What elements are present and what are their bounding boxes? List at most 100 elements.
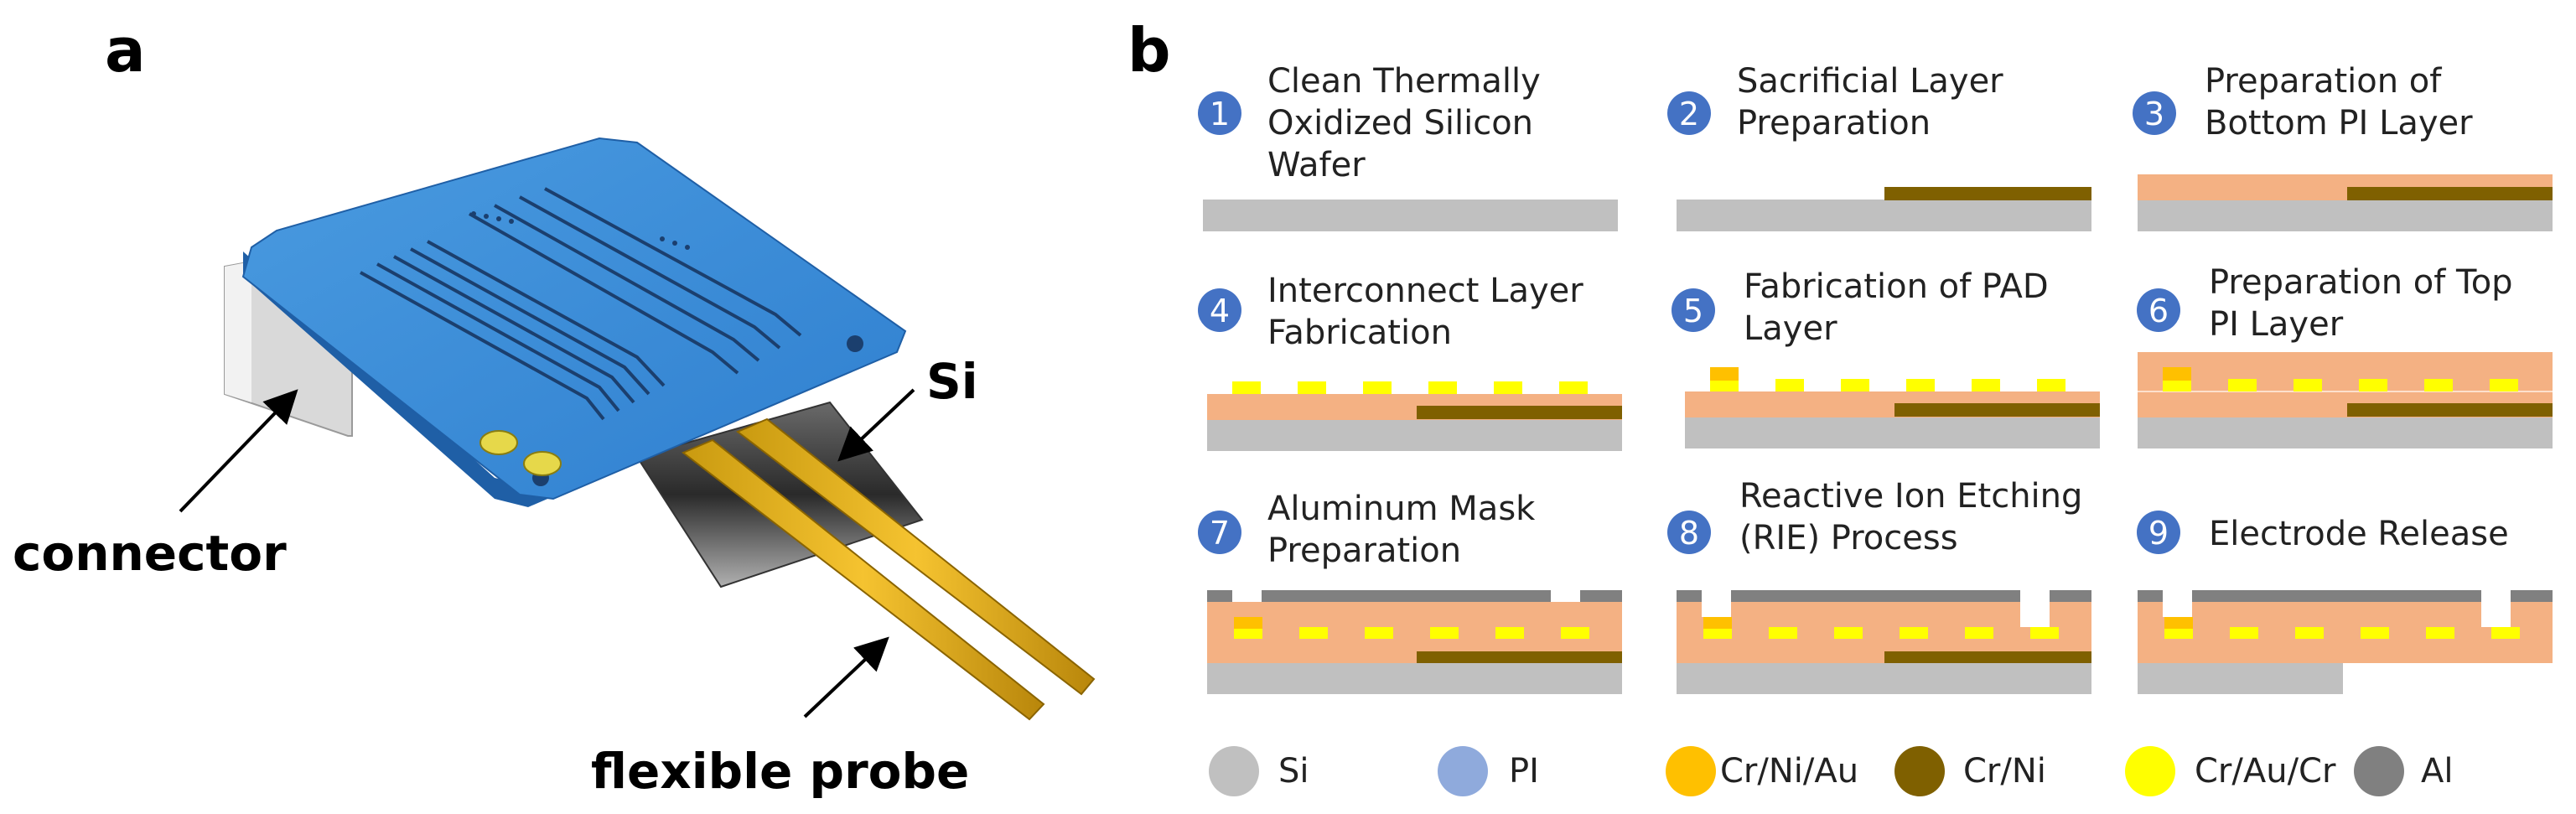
step-8-header: 8 Reactive Ion Etching (RIE) Process — [1667, 477, 2082, 557]
step-badge — [1667, 511, 1711, 554]
si-substrate — [1677, 200, 2091, 231]
legend-swatch — [1209, 746, 1259, 796]
interconnect-lines — [1703, 627, 2059, 639]
si-substrate — [2138, 200, 2553, 231]
board-pad — [479, 430, 518, 455]
step-badge — [1198, 511, 1241, 554]
step-title-line: Electrode Release — [2209, 515, 2509, 553]
step-title-line: Oxidized Silicon — [1267, 104, 1533, 143]
legend-item-cr-au-cr: Cr/Au/Cr — [2125, 746, 2336, 796]
step-6-header: 6 Preparation of Top PI Layer — [2137, 263, 2513, 344]
etched-openings — [1702, 590, 2050, 627]
step-badge-number: 3 — [2144, 96, 2164, 132]
sacrificial-layer — [1884, 651, 2091, 663]
step-9-cross-section — [2138, 590, 2553, 694]
step-1-cross-section — [1203, 200, 1618, 231]
step-title-line: Reactive Ion Etching — [1739, 477, 2082, 516]
sacrificial-layer — [1894, 403, 2100, 417]
step-badge — [1667, 91, 1711, 135]
step-2-header: 2 Sacrificial Layer Preparation — [1667, 62, 2003, 143]
step-badge-number: 6 — [2148, 293, 2169, 329]
legend-label: Al — [2421, 752, 2453, 791]
step-title-line: PI Layer — [2209, 305, 2344, 344]
step-badge-number: 8 — [1679, 515, 1699, 552]
flexible-probe-arrow — [803, 636, 889, 718]
board-top — [241, 137, 907, 500]
step-badge-number: 2 — [1679, 96, 1699, 132]
step-4-cross-section — [1207, 381, 1622, 451]
step-badge-number: 9 — [2148, 515, 2169, 552]
step-title-line: Bottom PI Layer — [2205, 104, 2473, 143]
step-title-line: Layer — [1744, 309, 1837, 348]
connector-block-face — [225, 262, 251, 402]
legend-swatch — [1894, 746, 1945, 796]
legend-item-cr-ni: Cr/Ni — [1894, 746, 2046, 796]
legend-item-si: Si — [1209, 746, 1309, 796]
sacrificial-layer — [2347, 403, 2553, 417]
flexible-probe-strip — [736, 417, 1096, 696]
al-mask — [2138, 590, 2553, 602]
legend-swatch — [1666, 746, 1716, 796]
step-title-line: Preparation of — [2205, 62, 2442, 101]
si-arrow — [837, 388, 915, 462]
step-3-cross-section — [2138, 174, 2553, 231]
interconnect-lines — [1232, 381, 1588, 394]
step-title-line: (RIE) Process — [1739, 519, 1958, 557]
step-title-line: Wafer — [1267, 146, 1366, 184]
al-mask — [1207, 590, 1622, 602]
step-title-line: Interconnect Layer — [1267, 272, 1583, 310]
step-title-line: Fabrication of PAD — [1744, 267, 2049, 306]
board-dots — [471, 211, 690, 250]
board-pad — [523, 451, 562, 476]
step-5-cross-section — [1685, 367, 2100, 448]
si-substrate — [2138, 662, 2343, 694]
si-substrate — [1685, 417, 2100, 448]
step-title-line: Clean Thermally — [1267, 62, 1541, 101]
connector-callout: connector — [13, 525, 287, 582]
panel-b-label: b — [1127, 15, 1171, 86]
legend-label: Cr/Au/Cr — [2195, 752, 2336, 791]
si-substrate — [2138, 417, 2553, 448]
step-7-header: 7 Aluminum Mask Preparation — [1198, 490, 1536, 570]
flexible-probe-callout: flexible probe — [591, 743, 969, 800]
step-badge-number: 1 — [1210, 96, 1230, 132]
panel-a: a — [13, 15, 1096, 800]
step-badge — [1672, 288, 1715, 332]
panel-a-label: a — [105, 15, 146, 86]
connector-arrow — [179, 389, 298, 513]
panel-b: b 1 Clean Thermally Oxidized Silicon Waf… — [1127, 15, 2553, 796]
interconnect-lines — [2164, 627, 2520, 639]
board-traces — [360, 187, 802, 421]
step-title-line: Aluminum Mask — [1267, 490, 1536, 528]
pad-layer — [1703, 617, 1732, 629]
step-badge-number: 7 — [1210, 515, 1230, 552]
step-7-cross-section — [1207, 590, 1622, 694]
step-2-cross-section — [1677, 187, 2091, 231]
sacrificial-layer — [1417, 651, 1622, 663]
pad-layer — [2164, 617, 2193, 629]
step-5-header: 5 Fabrication of PAD Layer — [1672, 267, 2049, 348]
interconnect-lines — [1234, 627, 1589, 639]
step-title-line: Preparation — [1267, 531, 1461, 570]
pad-layer — [1234, 617, 1262, 629]
legend-label: Si — [1278, 752, 1309, 791]
legend-swatch — [2125, 746, 2175, 796]
si-callout: Si — [926, 353, 978, 410]
interconnect-lines — [1710, 379, 2065, 391]
sacrificial-layer — [1417, 406, 1622, 419]
step-badge-number: 5 — [1683, 293, 1703, 329]
si-substrate — [1207, 419, 1622, 451]
step-title-line: Preparation of Top — [2209, 263, 2513, 302]
legend-item-pi: PI — [1438, 746, 1539, 796]
step-badge-number: 4 — [1210, 293, 1230, 329]
legend-swatch — [2354, 746, 2404, 796]
legend-item-cr-ni-au: Cr/Ni/Au — [1666, 746, 1858, 796]
step-1-header: 1 Clean Thermally Oxidized Silicon Wafer — [1198, 62, 1541, 184]
step-8-cross-section — [1677, 590, 2091, 694]
step-4-header: 4 Interconnect Layer Fabrication — [1198, 272, 1583, 352]
flexible-probe-strip — [682, 438, 1045, 721]
board-hole — [847, 335, 863, 352]
step-title-line: Sacrificial Layer — [1737, 62, 2003, 101]
legend-item-al: Al — [2354, 746, 2453, 796]
